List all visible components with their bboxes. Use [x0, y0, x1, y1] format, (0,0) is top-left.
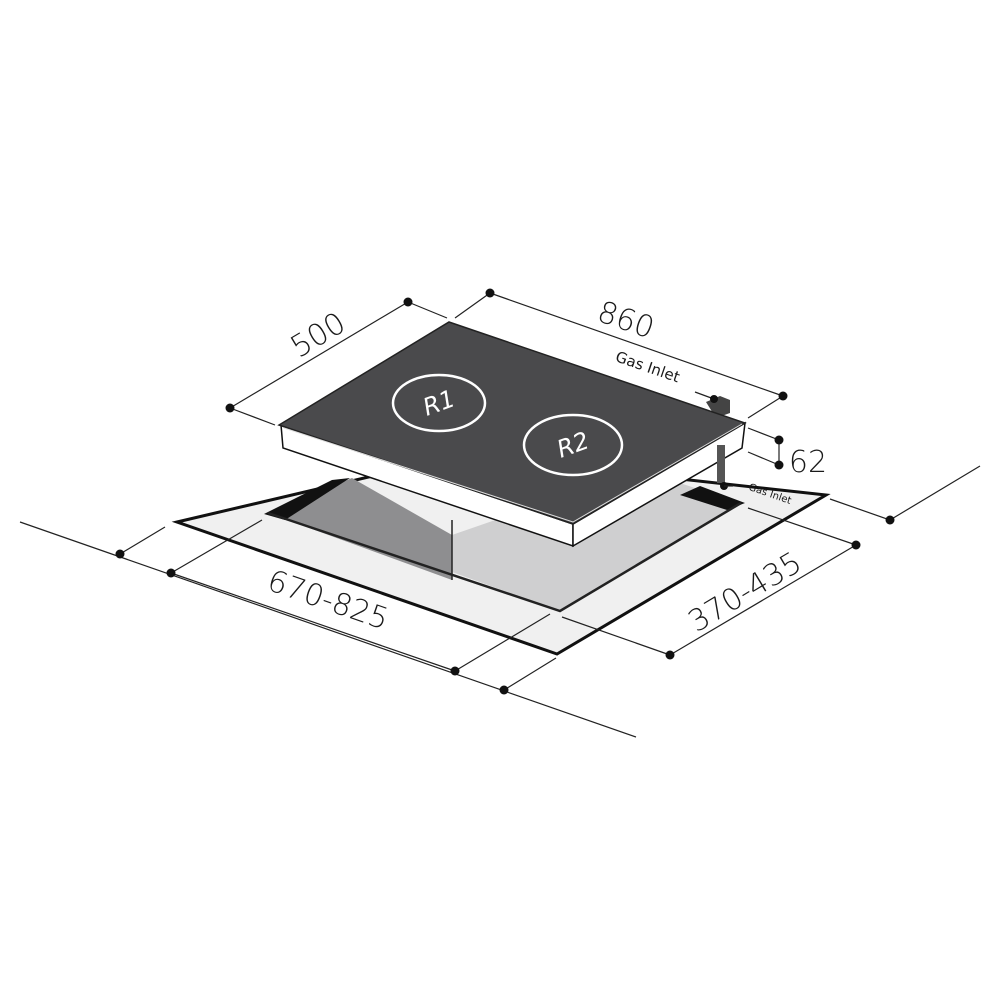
cutout-dark-edge-right [680, 486, 745, 510]
cutout-cavity-right [452, 470, 741, 611]
depth-label: 500 [285, 306, 352, 365]
gas-pipe [717, 445, 725, 483]
width-label: 860 [593, 295, 659, 347]
cutout-dark-edge-left [264, 478, 350, 520]
height-label: 62 [789, 445, 827, 480]
cutout-edge [267, 501, 742, 613]
gas-inlet-top-label: Gas Inlet [613, 348, 682, 387]
glass-edge-highlight [283, 423, 743, 523]
dimension-height: 62 [747, 427, 827, 480]
cutout-cavity-left [268, 478, 452, 580]
hob-glass-top [277, 321, 747, 525]
